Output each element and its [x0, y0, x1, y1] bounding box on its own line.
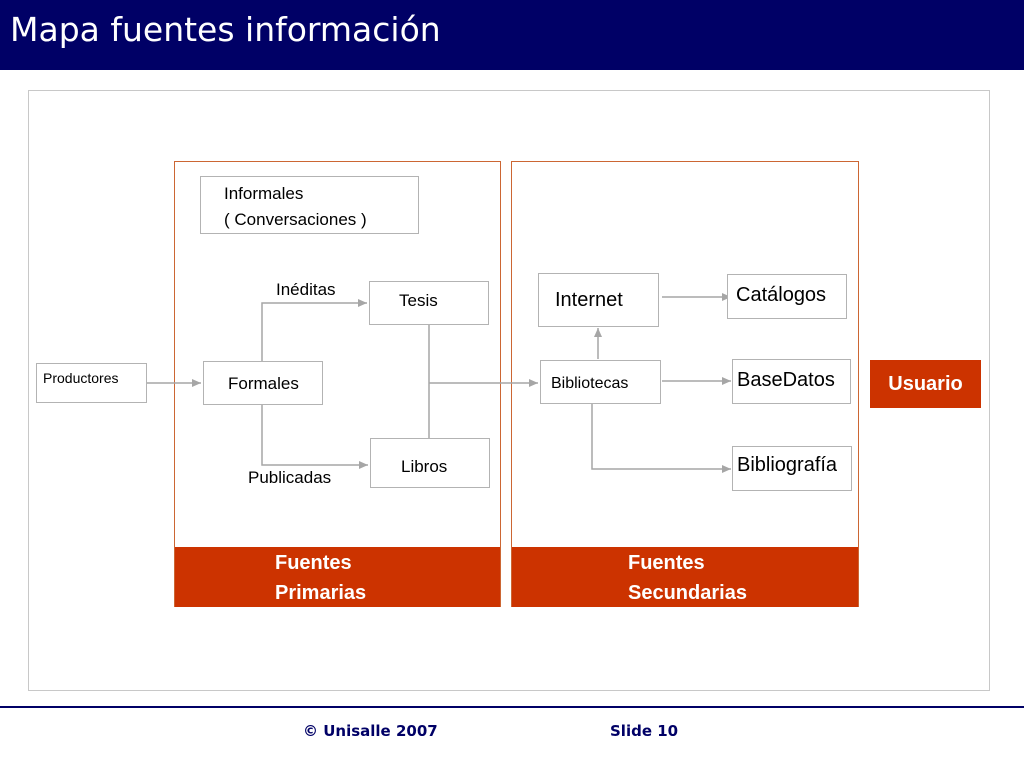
tesis-label: Tesis: [399, 291, 438, 310]
informales-label: Informales: [224, 184, 304, 203]
usuario-box: Usuario: [870, 360, 981, 408]
arrow-formales-libros: [261, 405, 368, 469]
diagram-frame: [28, 90, 990, 691]
bibliotecas-label: Bibliotecas: [551, 375, 629, 392]
formales-label: Formales: [228, 374, 299, 393]
title-bar: Mapa fuentes información: [0, 0, 1024, 70]
catalogos-box: Catálogos: [727, 274, 847, 319]
libros-box: Libros: [370, 438, 490, 488]
secondary-sources-label-line2: Secundarias: [628, 582, 747, 604]
internet-label: Internet: [555, 289, 623, 311]
informales-box: Informales ( Conversaciones ): [200, 176, 419, 234]
conversaciones-label: ( Conversaciones ): [224, 210, 367, 229]
tesis-box: Tesis: [369, 281, 489, 325]
arrow-bibliotecas-bibliografia: [591, 404, 731, 473]
formales-box: Formales: [203, 361, 323, 405]
productores-label: Productores: [43, 370, 119, 386]
publicadas-label: Publicadas: [248, 468, 332, 487]
arrow-formales-tesis: [261, 299, 367, 361]
basedatos-box: BaseDatos: [732, 359, 851, 404]
ineditas-label: Inéditas: [276, 280, 336, 299]
primary-sources-label: Fuentes Primarias: [175, 547, 500, 607]
bibliotecas-box: Bibliotecas: [540, 360, 661, 404]
libros-label: Libros: [401, 457, 448, 476]
usuario-label: Usuario: [888, 372, 963, 395]
slide-title: Mapa fuentes información: [10, 10, 441, 49]
productores-box: Productores: [36, 363, 147, 403]
bibliografia-label: Bibliografía: [737, 454, 838, 476]
footer-slide-number: Slide 10: [610, 722, 679, 740]
basedatos-label: BaseDatos: [737, 369, 835, 391]
secondary-sources-label-line1: Fuentes: [628, 552, 705, 574]
footer-divider: [0, 706, 1024, 708]
bibliografia-box: Bibliografía: [732, 446, 852, 491]
secondary-sources-label: Fuentes Secundarias: [512, 547, 858, 607]
primary-sources-label-line2: Primarias: [275, 582, 367, 604]
primary-sources-label-line1: Fuentes: [275, 552, 352, 574]
footer-copyright: © Unisalle 2007: [303, 722, 438, 740]
catalogos-label: Catálogos: [736, 284, 827, 306]
internet-box: Internet: [538, 273, 659, 327]
